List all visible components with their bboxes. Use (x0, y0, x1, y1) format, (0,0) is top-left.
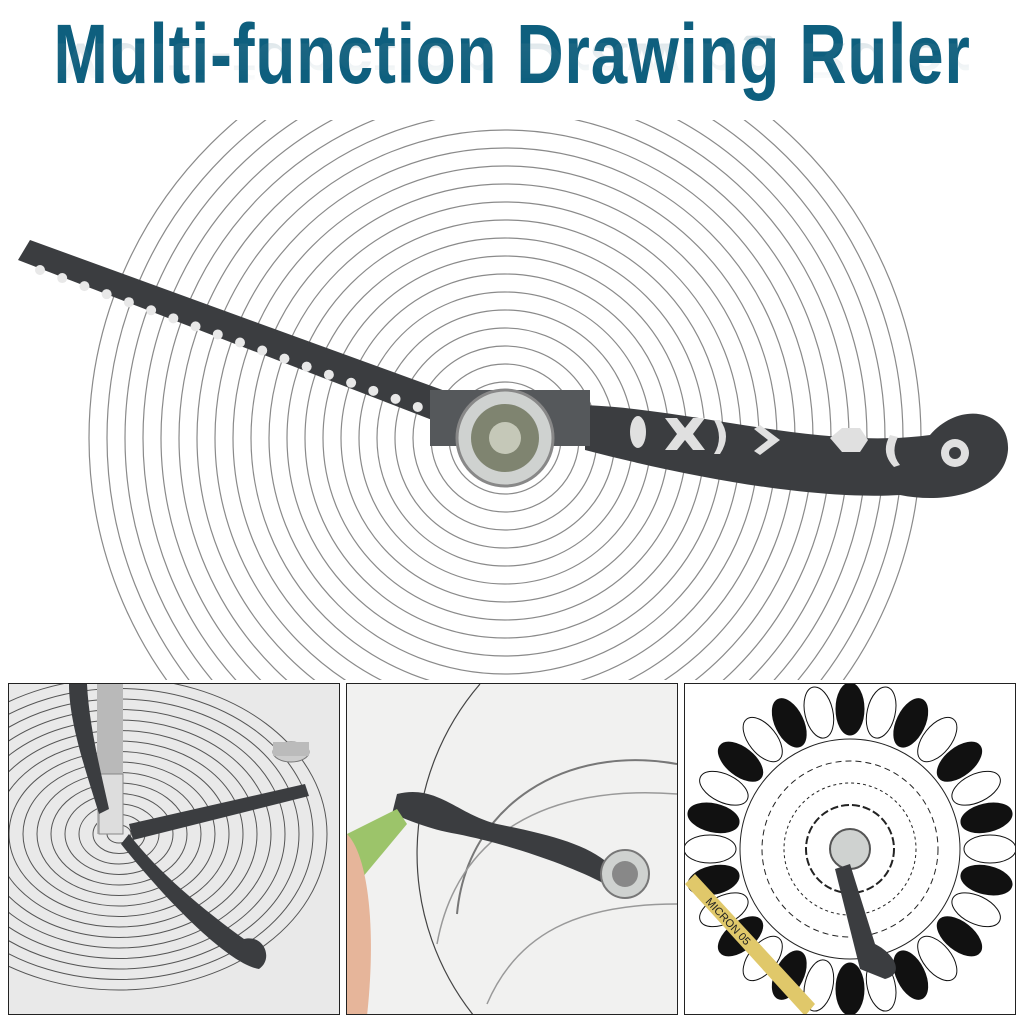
arc-cutout (714, 420, 726, 454)
drawn-circle (416, 684, 481, 1014)
ruler-hole (390, 393, 401, 404)
mandala-petal (687, 802, 740, 834)
title-banner: Multi-function Drawing Ruler Multi-funct… (0, 0, 1024, 160)
ruler-hole (235, 337, 245, 348)
ruler-hole (257, 345, 268, 356)
ruler-hole (323, 369, 334, 380)
mandala-petal (803, 959, 835, 1012)
hero-product-image (18, 120, 1009, 680)
ruler-hole (279, 353, 290, 364)
ruler-curved-arm (392, 791, 609, 884)
x-cutout (665, 418, 705, 450)
ruler-drawing-helmet-sketch-icon (347, 684, 677, 1014)
mandala-petal (835, 684, 865, 736)
oval-cutout (630, 416, 646, 448)
ruler-hole (346, 377, 357, 388)
ruler-arm (835, 864, 896, 979)
ruler-hole (212, 329, 223, 340)
hand (347, 834, 371, 1014)
mandala-petal (951, 892, 1001, 928)
mandala-petal (893, 950, 929, 1000)
pen (685, 874, 815, 1014)
mandala-petal (917, 935, 958, 982)
ruler-hole (146, 305, 157, 316)
page-title: Multi-function Drawing Ruler (53, 7, 971, 101)
mandala-petal (699, 770, 749, 806)
ruler-hole (57, 273, 68, 284)
usage-photo-2 (346, 683, 678, 1015)
mandala-petal (865, 686, 897, 739)
mandala-petal (835, 962, 865, 1014)
sketch-line (486, 903, 677, 1005)
mandala-petal (951, 770, 1001, 806)
mandala-petal (936, 741, 983, 782)
mandala-petal (803, 686, 835, 739)
ruler-holes (35, 265, 423, 412)
ring (9, 740, 244, 928)
ruler-with-pen-on-circles-icon (9, 684, 328, 991)
mandala-petal (960, 864, 1013, 896)
mandala-petal (685, 834, 737, 864)
hexagon-cutout (830, 428, 868, 452)
hub (829, 828, 871, 870)
mandala-petal (917, 716, 958, 763)
concentric-circles (9, 684, 328, 991)
ring (9, 688, 314, 980)
ruler-hole (79, 281, 90, 292)
ruler-icon (18, 240, 1009, 498)
ruler-hole (412, 401, 423, 412)
crescent-cutout (885, 435, 900, 467)
hub-inner (612, 861, 638, 887)
ruler-raised-arm (69, 684, 109, 814)
hub-cap-side (273, 742, 309, 756)
ring (124, 120, 886, 680)
ruler-hole (123, 297, 134, 308)
sketch-line (456, 759, 677, 915)
ruler-straight-arm (18, 240, 470, 430)
mandala-petal (963, 834, 1015, 864)
ruler-curved-arm (121, 834, 267, 969)
ruler-mandala-drawing-icon: MICRON 05 (685, 684, 1015, 1014)
hub-center (489, 422, 521, 454)
ruler-hole (190, 321, 201, 332)
usage-photo-1 (8, 683, 340, 1015)
mandala-petal (936, 916, 983, 957)
mandala-petal (893, 698, 929, 748)
usage-photo-3: MICRON 05 (684, 683, 1016, 1015)
ruler-hole (301, 361, 312, 372)
mandala-petal (742, 716, 783, 763)
title-reflection: Multi-function Drawing Ruler (53, 32, 971, 89)
ring (142, 120, 868, 680)
ruler-hole (35, 265, 45, 275)
chevron-cutout (754, 425, 780, 455)
mandala-petal (771, 698, 807, 748)
ruler-straight-arm (129, 784, 309, 840)
ruler-hole (168, 313, 179, 324)
mandala-petal (960, 802, 1013, 834)
mandala-ring (761, 760, 939, 938)
ring (9, 684, 328, 991)
circle-cutout-center (949, 447, 961, 459)
sketch-line (436, 792, 677, 945)
mandala-petal (717, 741, 764, 782)
ruler-hole (101, 289, 112, 300)
ruler-hole (368, 385, 379, 396)
